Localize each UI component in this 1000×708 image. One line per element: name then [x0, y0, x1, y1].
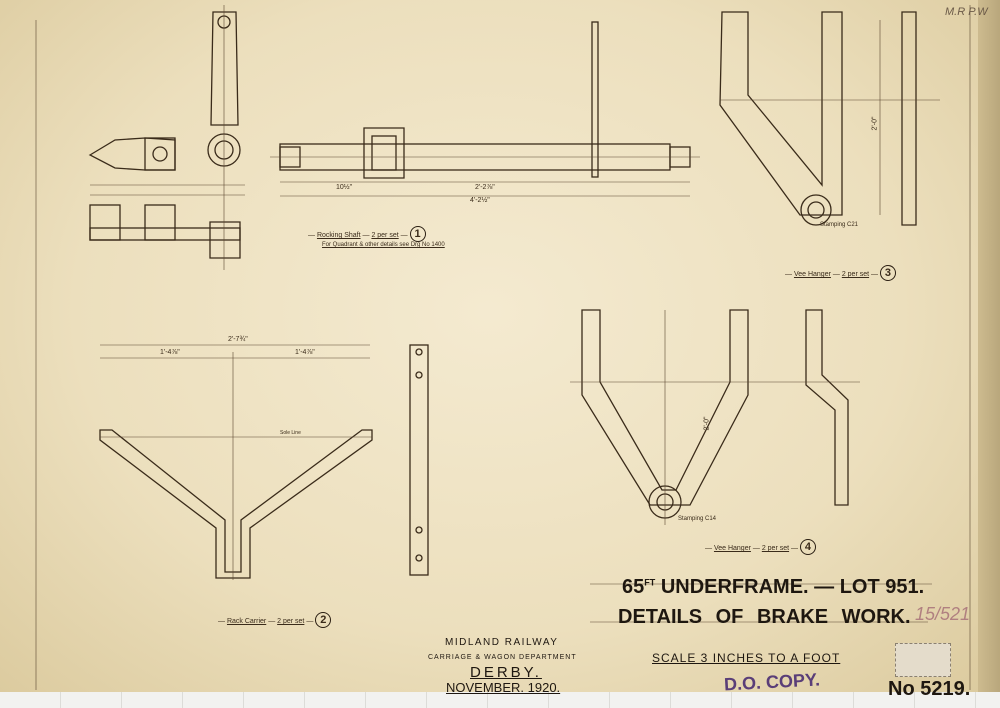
view-4-qty: 2 per set	[761, 545, 790, 552]
view-1-name: Rocking Shaft	[316, 232, 361, 239]
vee-hanger-3-caption: — Vee Hanger — 2 per set — 3	[785, 265, 896, 281]
rocking-shaft-note: For Quadrant & other details see Drg No …	[322, 242, 445, 248]
title-line-2: DETAILS OF BRAKE WORK.	[618, 606, 911, 628]
dim-vee3-height: 2'-0"	[871, 116, 879, 131]
drawing-date: NOVEMBER. 1920.	[446, 680, 561, 695]
view-2-qty: 2 per set	[277, 618, 305, 625]
drawing-number: No 5219.	[888, 678, 971, 700]
view-4-number: 4	[799, 539, 816, 555]
dim-rack-left: 1'-4⅞"	[160, 349, 180, 356]
company-name: MIDLAND RAILWAY	[445, 637, 559, 648]
vee-hanger-3-stamping: Stamping C21	[820, 222, 859, 228]
view-3-name: Vee Hanger	[793, 271, 831, 278]
rocking-lever-drawing	[88, 5, 245, 270]
title-length: 65	[622, 576, 645, 598]
registry-stamp	[895, 643, 951, 677]
title-line-1: 65FT UNDERFRAME. — LOT 951.	[622, 576, 925, 598]
vee-hanger-3-drawing	[719, 11, 940, 226]
scan-margin	[0, 692, 1000, 708]
title-lot: LOT 951.	[839, 576, 925, 598]
vee-hanger-4-caption: — Vee Hanger — 2 per set — 4	[705, 539, 816, 555]
handwritten-ref: 15/521	[915, 604, 971, 624]
sheet-edge	[978, 0, 1000, 692]
view-3-qty: 2 per set	[841, 271, 870, 278]
view-1-number: 1	[409, 226, 426, 242]
dim-vee4-height: 2'-0"	[703, 416, 711, 431]
place-name: DERBY.	[470, 664, 542, 681]
view-2-name: Rack Carrier	[226, 618, 267, 625]
view-3-number: 3	[879, 265, 896, 281]
title-length-unit: FT	[644, 577, 656, 588]
rack-carrier-drawing	[99, 344, 429, 580]
view-4-name: Vee Hanger	[713, 545, 751, 552]
dim-shaft-left: 10½"	[336, 184, 353, 191]
dim-shaft-total: 4'-2½"	[470, 197, 490, 204]
view-1-qty: 2 per set	[371, 232, 399, 239]
view-2-number: 2	[315, 612, 332, 628]
title-underframe: UNDERFRAME.	[660, 576, 809, 598]
sole-line-label: Sole Line	[280, 430, 301, 436]
rack-carrier-caption: — Rack Carrier — 2 per set — 2	[218, 612, 332, 628]
vee-hanger-4-stamping: Stamping C14	[678, 516, 717, 522]
scale-note: SCALE 3 INCHES TO A FOOT	[652, 651, 841, 665]
department-name: CARRIAGE & WAGON DEPARTMENT	[428, 654, 577, 661]
paper-background	[0, 0, 978, 692]
dim-rack-right: 1'-4⅞"	[295, 349, 315, 356]
dim-shaft-mid: 2'-2⅞"	[475, 184, 495, 191]
rocking-shaft-caption: — Rocking Shaft — 2 per set — 1	[308, 226, 426, 242]
vee-hanger-4-drawing	[570, 309, 860, 525]
rocking-shaft-drawing	[270, 21, 700, 197]
corner-mark: M.R P.W	[945, 6, 988, 18]
dim-rack-width: 2'-7¾"	[228, 336, 248, 343]
